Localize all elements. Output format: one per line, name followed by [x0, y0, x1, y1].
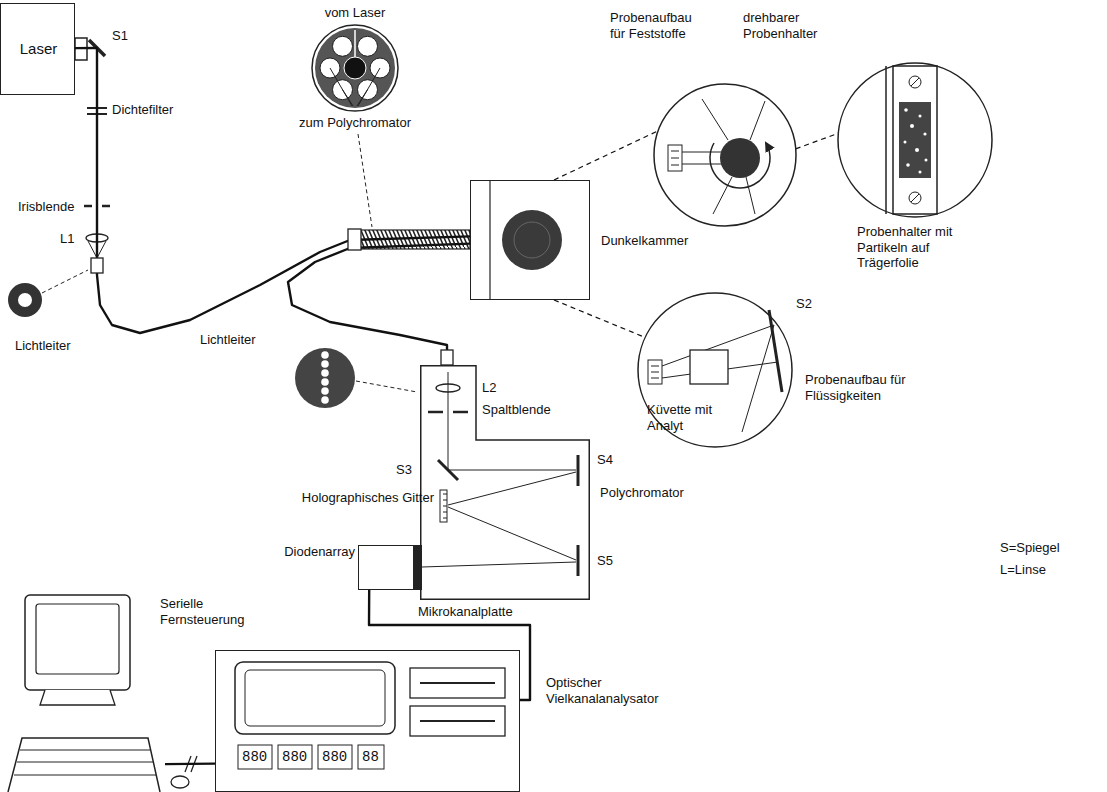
mirror-label: S3	[396, 462, 412, 478]
dark-chamber: Dunkelkammer	[470, 180, 590, 300]
polychromator-housing: Polychromator	[420, 365, 590, 600]
node-label: Laser	[1, 40, 76, 58]
multichannel-analyzer: Optischer Vielkanalanalysator	[215, 650, 520, 792]
housing-outline	[420, 365, 590, 600]
detail-outline	[654, 84, 796, 226]
grating-label: Holographisches Gitter	[274, 490, 434, 506]
display-digits: 880	[322, 749, 347, 766]
node-label: Dunkelkammer	[601, 233, 711, 249]
detail-outline	[312, 25, 398, 111]
node-label: zum Polychromator	[285, 115, 425, 131]
node-label: Polychromator	[600, 485, 710, 501]
detail-circle	[837, 62, 993, 218]
optical-fiber	[75, 48, 470, 333]
display-digits: 88	[362, 749, 379, 766]
fiber-label: Lichtleiter	[15, 338, 71, 354]
display-digits: 880	[282, 749, 307, 766]
lens-label: L2	[482, 380, 496, 396]
display-digits: 880	[242, 749, 267, 766]
node-label: Serielle Fernsteuerung	[160, 596, 260, 627]
legend-note: L=Linse	[1000, 562, 1046, 578]
iris-label: Irisblende	[18, 199, 74, 215]
detail-leader	[554, 131, 658, 180]
node-label: Probenaufbau für Flüssigkeiten	[805, 372, 910, 403]
mirror-label: S5	[597, 553, 613, 569]
node-label: vom Laser	[285, 5, 425, 21]
legend-note: S=Spiegel	[1000, 540, 1060, 556]
lens-label: L1	[60, 231, 74, 247]
sample-holder-detail: Probenhalter mit Partikeln auf Trägerfol…	[837, 62, 993, 218]
fiber-label: Lichtleiter	[200, 332, 256, 348]
node-label: Probenaufbau für Feststoffe	[610, 10, 705, 41]
detail-circle	[653, 83, 797, 227]
signal-cable	[369, 590, 530, 700]
laser-box: Laser	[0, 3, 75, 95]
serial-cable	[165, 762, 215, 765]
solid-sample-detail: Probenaufbau für Feststoffedrehbarer Pro…	[653, 83, 797, 227]
housing-outline	[421, 366, 590, 600]
mirror-label: S1	[112, 28, 128, 44]
remote-computer: Serielle Fernsteuerung	[5, 590, 165, 792]
mirror-label: S2	[796, 296, 812, 312]
filter-label: Dichtefilter	[112, 102, 173, 118]
fiber-bundle-detail: vom Laserzum Polychromator	[311, 24, 399, 112]
diode-array: Diodenarray	[358, 545, 414, 590]
optical-fiber	[288, 244, 470, 365]
node-label: Probenhalter mit Partikeln auf Trägerfol…	[857, 224, 967, 271]
node-label: drehbarer Probenhalter	[743, 10, 828, 41]
slit-label: Spaltblende	[482, 402, 551, 418]
mcp-label: Mikrokanalplatte	[418, 604, 513, 620]
node-label: Küvette mit Analyt	[647, 402, 717, 433]
node-label: Optischer Vielkanalanalysator	[546, 675, 666, 706]
liquid-sample-detail: Küvette mit AnalytProbenaufbau für Flüss…	[637, 292, 793, 448]
mirror-label: S4	[597, 452, 613, 468]
detail-circle	[311, 24, 399, 112]
detail-outline	[838, 63, 992, 217]
detail-outline	[638, 293, 792, 447]
detail-leader	[554, 300, 645, 337]
detail-leader	[796, 133, 839, 149]
node-label: Diodenarray	[269, 544, 355, 560]
